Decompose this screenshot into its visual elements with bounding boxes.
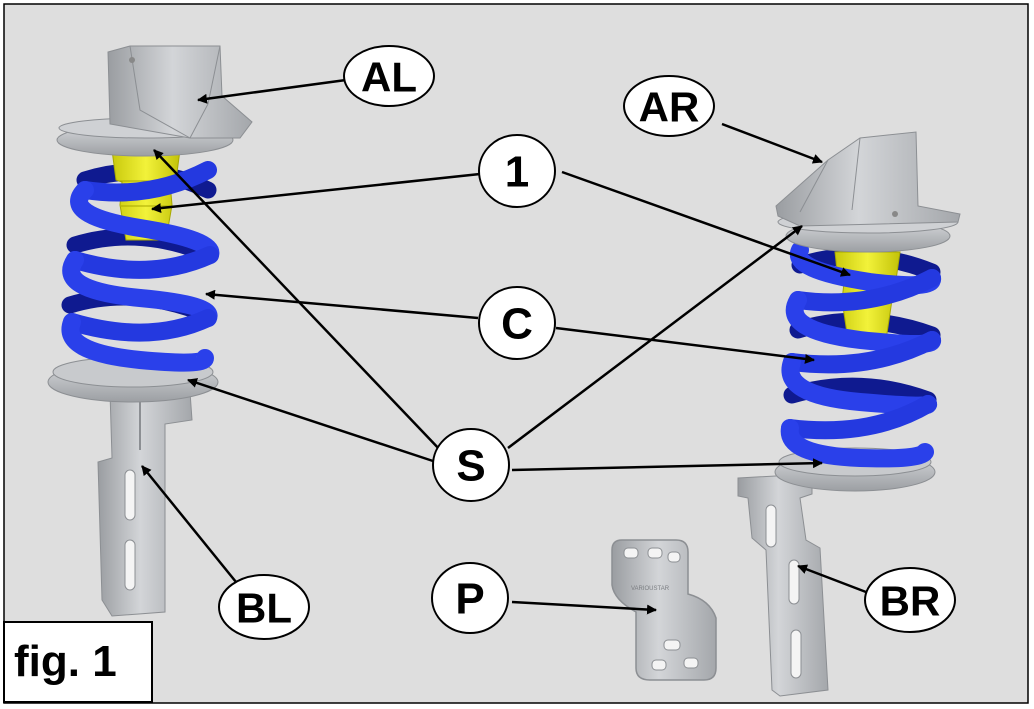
arrow-c-right xyxy=(555,326,815,364)
bracket-bl xyxy=(97,391,193,617)
arrow-1-right xyxy=(561,170,851,277)
arrow-bl xyxy=(141,465,237,583)
coil-spring-left-front xyxy=(61,161,220,372)
label-ar: AR xyxy=(639,84,700,131)
callout-bl: BL xyxy=(218,574,310,640)
label-p: P xyxy=(455,575,484,624)
outer-frame xyxy=(3,3,1029,704)
callout-p: P xyxy=(431,562,509,634)
label-al: AL xyxy=(361,54,417,101)
arrow-s-upper-left xyxy=(153,149,443,453)
arrow-1-left xyxy=(151,172,481,214)
plate-p: VARIOUSTAR xyxy=(611,539,717,681)
callout-s: S xyxy=(432,428,510,502)
arrow-s-upper-right xyxy=(507,225,803,449)
right-assembly xyxy=(737,131,961,697)
arrow-s-lower-right xyxy=(511,458,823,472)
figure-caption: fig. 1 xyxy=(14,637,117,686)
arrow-al xyxy=(197,78,347,104)
label-s: S xyxy=(456,442,485,491)
label-bl: BL xyxy=(236,585,292,632)
plate-marking: VARIOUSTAR xyxy=(631,586,670,592)
bracket-ar xyxy=(775,131,961,227)
spring-seat-lower-left xyxy=(47,356,219,403)
arrow-p xyxy=(511,600,657,615)
left-assembly xyxy=(47,45,253,617)
leader-arrows xyxy=(141,78,867,615)
label-c: C xyxy=(501,300,533,349)
bracket-al xyxy=(107,45,253,139)
callout-c: C xyxy=(478,286,556,360)
callout-br: BR xyxy=(864,567,956,633)
figure-caption-box: fig. 1 xyxy=(3,621,153,703)
arrow-c-left xyxy=(205,289,479,320)
arrow-ar xyxy=(721,122,823,164)
bracket-br xyxy=(737,473,829,697)
callout-al: AL xyxy=(343,45,435,107)
arrow-s-lower-left xyxy=(187,378,437,464)
arrow-br xyxy=(797,564,867,594)
label-1: 1 xyxy=(505,148,529,197)
callout-ar: AR xyxy=(623,75,715,137)
callout-1: 1 xyxy=(478,134,556,208)
label-br: BR xyxy=(880,578,941,625)
